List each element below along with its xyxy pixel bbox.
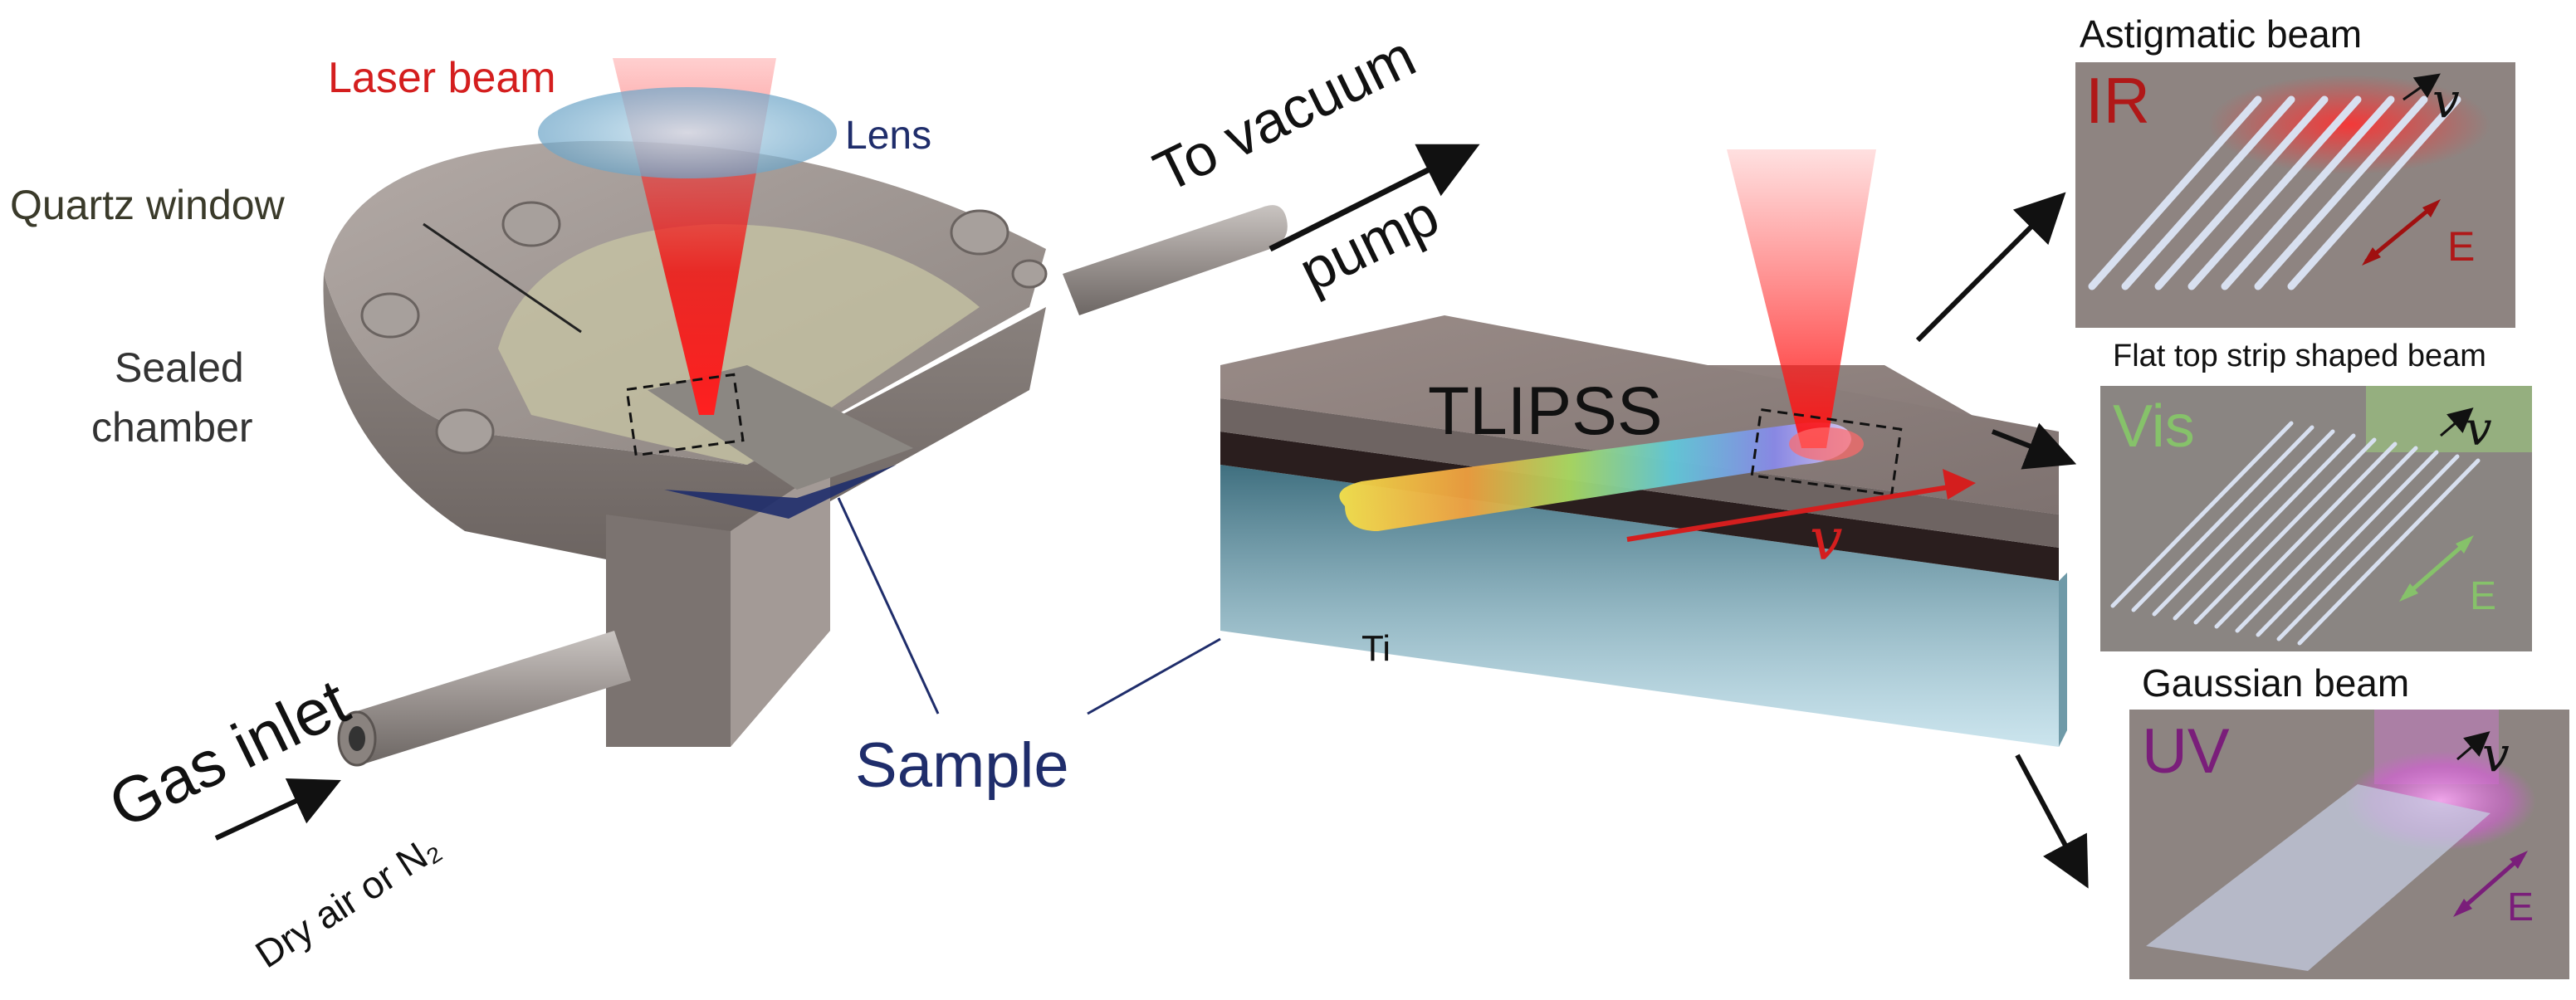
bolt-1 [360,292,420,339]
vis-field-arrow [2402,538,2471,599]
sealed-chamber-label-line2: chamber [91,404,253,451]
panel-ir [2075,62,2515,328]
vacuum-arrow [1268,144,1480,252]
chamber-cutaway-inner [731,465,830,747]
panel-uv-title: Gaussian beam [2142,661,2410,705]
panel-ir-field: E [2447,223,2476,270]
vis-beam-strip [2366,386,2532,452]
arrow-to-ir-panel [1915,192,2066,343]
tlipss-title: TLIPSS [1428,373,1663,449]
uv-velocity-arrow [2456,731,2490,761]
block-top-surface [1220,315,2059,515]
panel-vis-field: E [2470,574,2497,618]
bolt-2 [435,408,495,455]
flange-bolts [360,201,1048,455]
sample-leader [837,497,940,715]
laser-beam-label: Laser beam [328,54,556,102]
gas-inlet-hole [349,726,365,751]
vis-ripples [2110,421,2481,646]
glass-substrate-side [2059,573,2067,747]
vacuum-pipe [1063,205,1288,315]
lens-label: Lens [845,114,932,158]
bolt-4 [950,209,1009,256]
sample-plate-underside [664,465,897,519]
panel-vis [2100,386,2532,651]
panel-ir-band: IR [2085,64,2150,137]
ti-label: Ti [1361,628,1391,669]
panel-uv [2129,710,2569,979]
vis-field-arrowheads [2399,535,2474,602]
panel-ir-velocity: v [2432,72,2460,129]
quartz-window-label: Quartz window [10,182,285,228]
uv-field-arrow [2456,853,2525,915]
panel-ir-title: Astigmatic beam [2080,12,2363,56]
sealed-chamber-label-line1: Sealed [115,344,244,391]
vis-velocity-arrow [2440,407,2474,437]
panel-uv-field: E [2507,885,2534,929]
velocity-arrow [1626,483,1960,542]
block-velocity-label: v [1810,505,1843,573]
scan-region-box [1750,407,1903,497]
panel-vis-velocity: v [2466,402,2492,456]
bolt-3 [501,201,561,247]
chamber-cutaway-wall [606,515,731,747]
uv-ripple-field [2146,784,2490,971]
panel-uv-velocity: v [2482,726,2510,783]
a-si-label: α-Si [1361,699,1428,739]
panel-vis-title: Flat top strip shaped beam [2113,339,2486,373]
sample-to-block-leader [1087,637,1221,715]
quartz-window-leader [423,222,582,334]
focus-region-box [625,373,745,457]
sample-block [1220,149,2067,747]
sealed-chamber [214,58,1480,841]
block-laser-beam [1727,149,1876,448]
arrow-to-vis-panel [1991,422,2077,470]
chamber-side [323,274,1046,564]
sample-label: Sample [855,730,1069,801]
gas-inlet-arrow [214,778,341,841]
a-si-layer [1220,432,2059,581]
arrow-to-uv-panel [2015,754,2089,889]
gas-inlet-pipe [349,631,631,763]
laser-spot [1789,427,1864,461]
tlipss-track [1339,422,1851,531]
ir-field-arrow [2364,202,2438,263]
panel-uv-band: UV [2142,716,2230,787]
glass-substrate-front [1220,465,2059,747]
panel-vis-band: Vis [2113,393,2195,460]
lens-shape [538,87,837,178]
ir-field-arrowheads [2362,199,2441,266]
velocity-arrowhead [1943,469,1976,500]
bolt-5 [1011,259,1048,289]
ir-velocity-arrow [2402,73,2441,101]
quartz-window-shape [498,224,980,465]
uv-field-arrowheads [2453,851,2528,917]
ir-ripples [2088,95,2461,290]
